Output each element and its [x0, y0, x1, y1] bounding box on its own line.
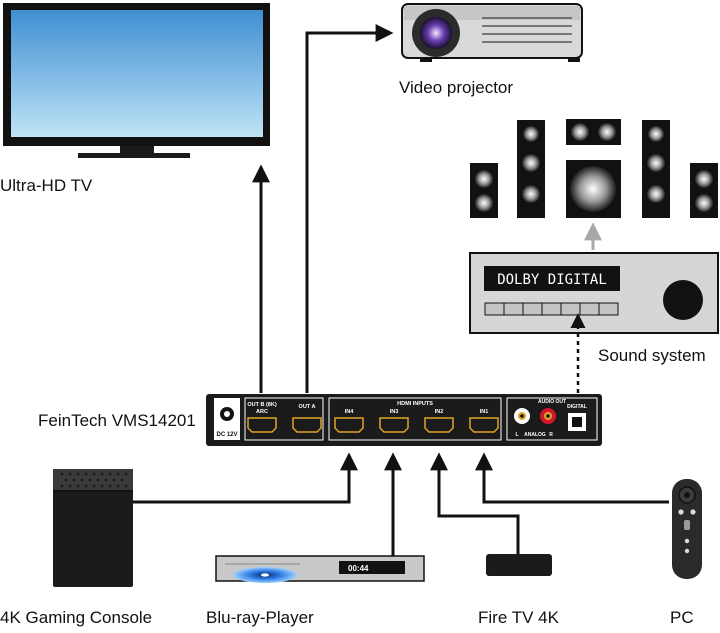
in2-label: IN2 — [435, 409, 444, 415]
in4-label: IN4 — [345, 409, 355, 415]
projector-label: Video projector — [399, 78, 514, 97]
gaming-console-device — [53, 469, 133, 587]
speaker-left-rear — [470, 163, 498, 218]
receiver-buttons — [484, 302, 619, 316]
speaker-left-front — [517, 120, 545, 218]
digital-label: DIGITAL — [567, 404, 587, 410]
r-label: R — [549, 432, 553, 438]
analog-label: ANALOG — [524, 432, 546, 438]
bluray-display-text: 00:44 — [348, 564, 369, 573]
inputs-panel — [328, 397, 502, 441]
hdmi-port-in1 — [469, 417, 499, 433]
projector-device — [401, 3, 583, 62]
sound-system-label: Sound system — [598, 346, 706, 365]
tv-label: Ultra-HD TV — [0, 176, 93, 195]
arc-label: ARC — [256, 409, 268, 415]
hdmi-port-out-a — [292, 417, 322, 433]
bluray-display — [339, 561, 405, 574]
hdmi-inputs-label: HDMI INPUTS — [397, 401, 433, 407]
receiver-display-text: DOLBY DIGITAL — [497, 272, 607, 288]
hdmi-switch: DC 12V OUT B (8K) ARC OUT A HDMI INPUTS … — [206, 394, 602, 446]
bluray-label: Blu-ray-Player — [206, 608, 314, 627]
out-a-to-projector-arrow — [305, 24, 394, 393]
pc-to-in1-arrow — [475, 452, 669, 504]
output-panel — [244, 397, 324, 441]
console-to-in4-arrow — [133, 452, 358, 504]
firetv-label: Fire TV 4K — [478, 608, 559, 627]
receiver-display — [484, 266, 620, 291]
sound-system-receiver: DOLBY DIGITAL — [469, 252, 719, 334]
tv-screen — [11, 10, 263, 137]
firetv-device — [486, 554, 552, 576]
dc-label: DC 12V — [216, 432, 237, 438]
in3-label: IN3 — [390, 409, 399, 415]
audio-out-label: AUDIO OUT — [538, 399, 566, 405]
in1-label: IN1 — [480, 409, 489, 415]
receiver-volume-knob — [663, 280, 703, 320]
out-b-label: OUT B (8K) — [247, 402, 277, 408]
tv-stand — [78, 153, 190, 158]
console-body — [53, 469, 133, 587]
switch-label: FeinTech VMS14201 — [38, 411, 196, 430]
hdmi-port-in3 — [379, 417, 409, 433]
pc-remote-device — [672, 479, 702, 579]
console-label: 4K Gaming Console — [0, 608, 153, 627]
firetv-body — [486, 554, 552, 576]
bluray-device: 00:44 — [215, 555, 425, 583]
console-vent — [53, 469, 133, 491]
l-label: L — [515, 432, 518, 438]
tv-neck — [120, 146, 154, 154]
tv-device — [3, 3, 270, 158]
projector-lens — [420, 17, 452, 49]
audio-out-panel — [506, 397, 598, 441]
hdmi-port-in2 — [424, 417, 454, 433]
speaker-center — [566, 119, 621, 145]
out-a-label: OUT A — [299, 404, 316, 410]
subwoofer — [566, 160, 621, 218]
hdmi-port-out-b — [247, 417, 277, 433]
pc-label: PC — [670, 608, 694, 627]
speaker-right-rear — [690, 163, 718, 218]
hdmi-port-in4 — [334, 417, 364, 433]
speaker-set — [470, 119, 718, 218]
firetv-to-in2-arrow — [430, 452, 520, 554]
speaker-right-front — [642, 120, 670, 218]
